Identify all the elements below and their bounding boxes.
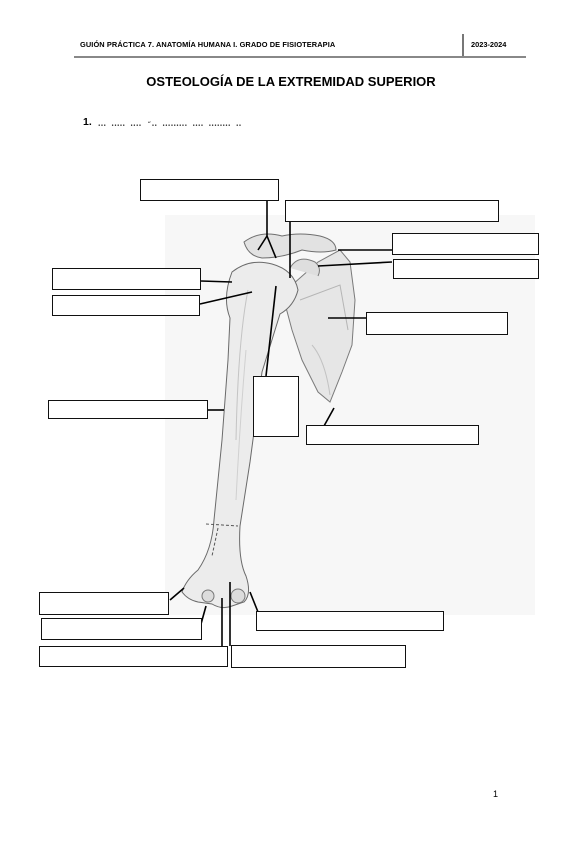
label-box-capitulum[interactable] [41,618,202,640]
page-header: GUIÓN PRÁCTICA 7. ANATOMÍA HUMANA I. GRA… [74,34,526,58]
label-box-humeral-shaft[interactable] [48,400,208,419]
leader-lines [169,201,393,646]
label-box-inferior-angle[interactable] [306,425,479,445]
scapula-icon [283,249,356,403]
course-title: GUIÓN PRÁCTICA 7. ANATOMÍA HUMANA I. GRA… [80,40,336,49]
label-box-surgical-neck[interactable] [253,376,299,437]
label-box-lesser-tubercle[interactable] [52,295,200,316]
label-box-superior-border[interactable] [393,259,539,279]
page-title: OSTEOLOGÍA DE LA EXTREMIDAD SUPERIOR [146,74,436,89]
academic-year: 2023-2024 [471,40,507,49]
label-box-acromion[interactable] [285,200,499,222]
label-box-coracoid-process[interactable] [392,233,539,255]
label-box-lateral-epicondyle[interactable] [39,592,169,615]
label-box-greater-tubercle[interactable] [52,268,201,290]
label-box-clavicle[interactable] [140,179,279,201]
question-number: 1. [83,116,92,128]
label-box-trochlea[interactable] [231,645,406,668]
header-rule [74,56,526,58]
page-number: 1 [493,789,499,799]
question-text: ꞏꞏꞏ ꞏꞏꞏꞏꞏ ꞏꞏꞏꞏ ˝ꞏꞏ ꞏꞏꞏꞏꞏꞏꞏꞏꞏ ꞏꞏꞏꞏ ꞏꞏꞏꞏꞏꞏ… [98,121,242,130]
label-box-medial-epicondyle[interactable] [256,611,444,631]
header-divider [462,34,464,58]
label-box-subscapular-fossa[interactable] [366,312,508,335]
label-box-radial-fossa[interactable] [39,646,228,667]
